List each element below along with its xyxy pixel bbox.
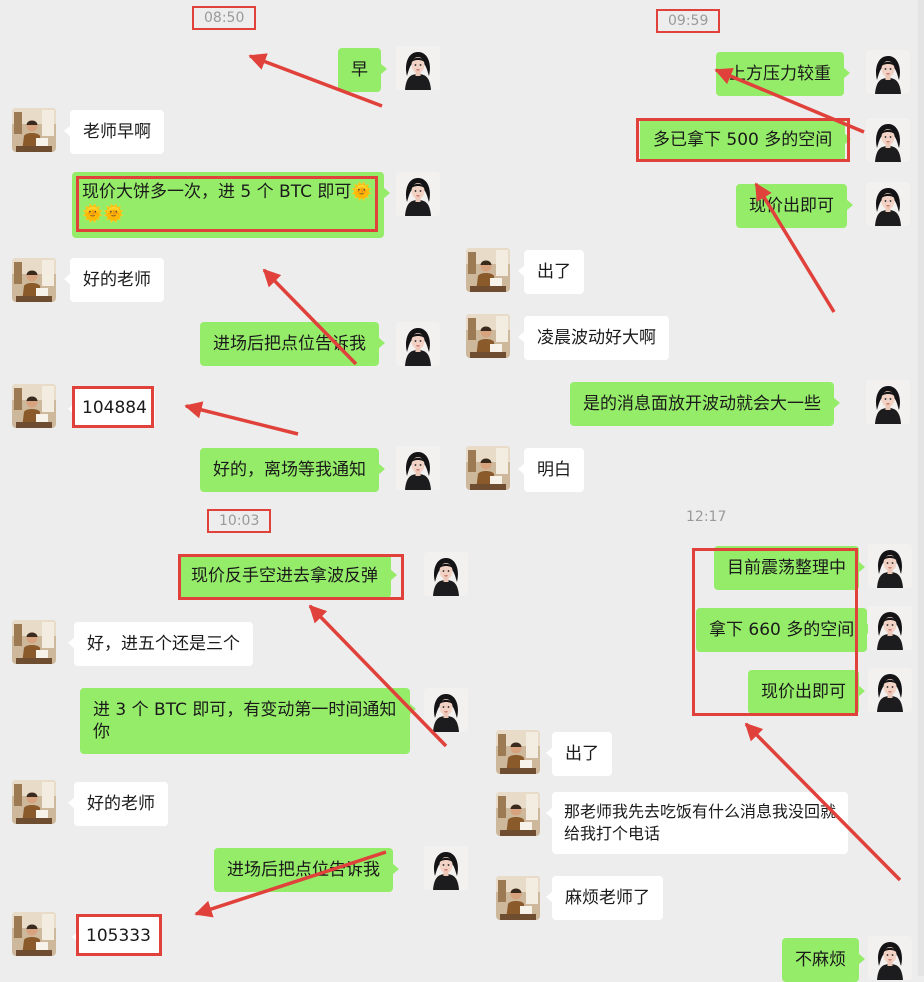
message-bubble-sent[interactable]: 好的，离场等我通知 [200,448,385,492]
message-bubble-sent[interactable]: 进场后把点位告诉我 [214,848,399,892]
woman-portrait-avatar-icon[interactable] [424,552,468,596]
message-bubble-received[interactable]: 老师早啊 [64,110,164,154]
woman-portrait-avatar-icon[interactable] [868,936,912,980]
message-bubble-received[interactable]: 凌晨波动好大啊 [518,316,669,360]
woman-portrait-avatar-icon[interactable] [396,446,440,490]
message-bubble-received[interactable]: 好的老师 [68,782,168,826]
message-bubble-received[interactable]: 明白 [518,448,584,492]
message-bubble-sent[interactable]: 拿下 660 多的空间 [696,608,874,652]
man-reading-avatar-icon[interactable] [466,314,510,358]
message-bubble-sent[interactable]: 不麻烦 [782,938,865,982]
message-bubble-received[interactable]: 那老师我先去吃饭有什么消息我没回就给我打个电话 [546,792,848,854]
message-bubble-received[interactable]: 麻烦老师了 [546,876,663,920]
message-bubble-sent[interactable]: 多已拿下 500 多的空间 [640,118,852,162]
timestamp: 08:50 [192,6,257,30]
man-reading-avatar-icon[interactable] [496,792,540,836]
woman-portrait-avatar-icon[interactable] [866,50,910,94]
man-reading-avatar-icon[interactable] [466,248,510,292]
message-bubble-sent[interactable]: 现价出即可 [748,670,865,714]
sun-emoji-icon: 🌞🌞 [82,204,125,224]
scrollbar[interactable] [918,0,924,976]
message-bubble-sent[interactable]: 是的消息面放开波动就会大一些 [570,382,840,426]
timestamp: 10:03 [207,509,272,533]
message-bubble-received[interactable]: 104884 [68,388,155,428]
message-bubble-sent[interactable]: 目前震荡整理中 [714,546,865,590]
woman-portrait-avatar-icon[interactable] [424,688,468,732]
woman-portrait-avatar-icon[interactable] [396,46,440,90]
message-bubble-sent[interactable]: 进场后把点位告诉我 [200,322,385,366]
message-bubble-sent[interactable]: 现价反手空进去拿波反弹 [178,554,397,598]
message-bubble-sent[interactable]: 现价出即可 [736,184,853,228]
man-reading-avatar-icon[interactable] [496,876,540,920]
timestamp: 09:59 [656,9,721,33]
message-bubble-sent[interactable]: 早 [338,48,387,92]
man-reading-avatar-icon[interactable] [12,780,56,824]
woman-portrait-avatar-icon[interactable] [868,544,912,588]
man-reading-avatar-icon[interactable] [12,108,56,152]
message-bubble-sent[interactable]: 进 3 个 BTC 即可，有变动第一时间通知你 [80,688,416,754]
red-arrow-icon [184,401,299,436]
woman-portrait-avatar-icon[interactable] [868,668,912,712]
message-bubble-received[interactable]: 出了 [546,732,612,776]
man-reading-avatar-icon[interactable] [466,446,510,490]
message-bubble-sent[interactable]: 现价大饼多一次，进 5 个 BTC 即可🌞 🌞🌞 [72,172,390,238]
sun-emoji-icon: 🌞 [351,182,373,202]
message-text: 现价大饼多一次，进 5 个 BTC 即可 [82,182,352,202]
woman-portrait-avatar-icon[interactable] [868,606,912,650]
man-reading-avatar-icon[interactable] [12,912,56,956]
message-bubble-received[interactable]: 105333 [72,916,159,956]
woman-portrait-avatar-icon[interactable] [396,322,440,366]
woman-portrait-avatar-icon[interactable] [866,380,910,424]
timestamp: 12:17 [686,509,727,525]
woman-portrait-avatar-icon[interactable] [866,182,910,226]
message-bubble-received[interactable]: 出了 [518,250,584,294]
man-reading-avatar-icon[interactable] [12,384,56,428]
man-reading-avatar-icon[interactable] [12,258,56,302]
woman-portrait-avatar-icon[interactable] [866,118,910,162]
woman-portrait-avatar-icon[interactable] [424,846,468,890]
man-reading-avatar-icon[interactable] [12,620,56,664]
message-bubble-received[interactable]: 好，进五个还是三个 [68,622,253,666]
message-bubble-sent[interactable]: 上方压力较重 [716,52,850,96]
message-bubble-received[interactable]: 好的老师 [64,258,164,302]
man-reading-avatar-icon[interactable] [496,730,540,774]
woman-portrait-avatar-icon[interactable] [396,172,440,216]
